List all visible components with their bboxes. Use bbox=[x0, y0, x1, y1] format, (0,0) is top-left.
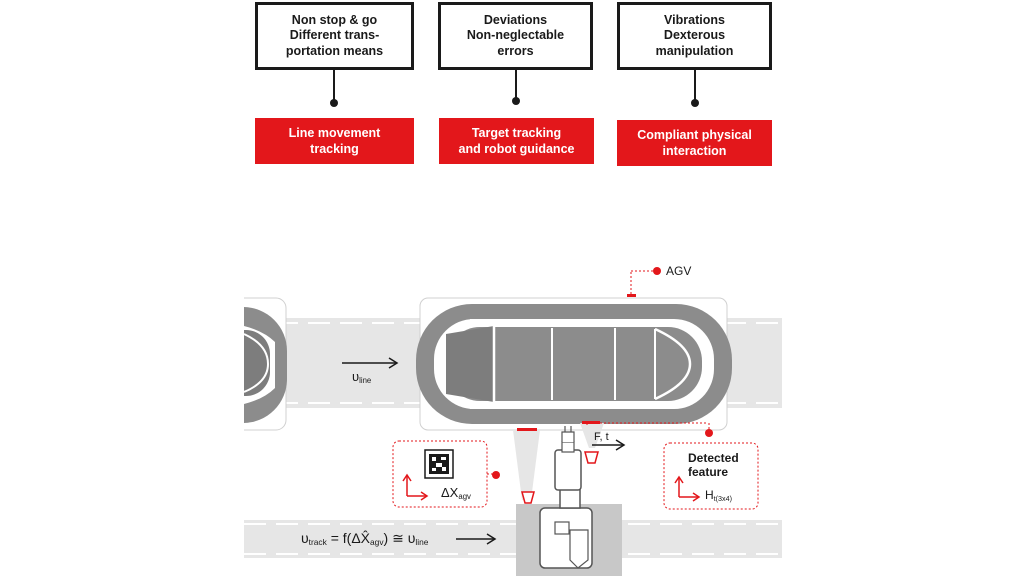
previous-car bbox=[244, 297, 287, 431]
solution-2-line-2: and robot guidance bbox=[458, 142, 575, 156]
h-matrix-symbol: H bbox=[705, 488, 714, 502]
challenge-3-line-2: Dexterous bbox=[663, 28, 726, 43]
challenge-3-line-1: Vibrations bbox=[664, 12, 725, 27]
eq-track-symbol: υ bbox=[301, 530, 309, 546]
h-matrix-label: Ht(3x4) bbox=[705, 488, 732, 503]
delta-x-subscript: agv bbox=[458, 491, 471, 501]
challenge-1-line-2: Different trans- bbox=[289, 28, 380, 43]
eq-function-part: = f(ΔX̂ bbox=[326, 530, 371, 546]
camera-icon-left bbox=[521, 491, 535, 504]
challenge-2-line-1: Deviations bbox=[483, 12, 548, 27]
connector-line-2 bbox=[515, 70, 517, 102]
line-velocity-symbol: υ bbox=[352, 369, 360, 384]
challenge-2-line-3: errors bbox=[497, 43, 534, 58]
h-matrix-subscript: t(3x4) bbox=[713, 493, 733, 503]
connector-dot-2 bbox=[512, 97, 520, 105]
eq-line-subscript: line bbox=[415, 537, 429, 548]
connector-dot-1 bbox=[330, 99, 338, 107]
camera-icon-right bbox=[584, 451, 599, 464]
challenge-box-3: Vibrations Dexterous manipulation bbox=[617, 2, 772, 70]
solution-3-line-1: Compliant physical bbox=[637, 128, 752, 142]
challenge-box-1: Non stop & go Different trans- portation… bbox=[255, 2, 414, 70]
solution-1-line-1: Line movement bbox=[288, 126, 381, 140]
solution-2-line-1: Target tracking bbox=[471, 126, 562, 140]
challenge-box-2: Deviations Non-neglectable errors bbox=[438, 2, 593, 70]
main-car bbox=[416, 297, 732, 431]
line-velocity-label: υline bbox=[352, 369, 371, 385]
challenge-1-line-3: portation means bbox=[285, 43, 384, 58]
track-velocity-arrow bbox=[456, 533, 497, 545]
challenge-2-line-2: Non-neglectable bbox=[466, 28, 565, 43]
line-velocity-arrow bbox=[342, 357, 399, 369]
camera-fov-left bbox=[513, 428, 540, 500]
solution-box-3: Compliant physical interaction bbox=[617, 120, 772, 166]
camera-fov-right bbox=[580, 421, 604, 448]
connector-line-3 bbox=[694, 70, 696, 104]
eq-agv-subscript: agv bbox=[370, 537, 384, 548]
solution-3-line-2: interaction bbox=[662, 144, 727, 158]
agv-label: AGV bbox=[666, 264, 692, 278]
challenge-1-line-1: Non stop & go bbox=[291, 12, 378, 27]
detected-feature-label: Detected feature bbox=[688, 451, 739, 479]
force-torque-arrow bbox=[592, 439, 626, 451]
connector-line-1 bbox=[333, 70, 335, 104]
detected-feature-line-2: feature bbox=[688, 465, 729, 479]
eq-relation-part: ) ≅ υ bbox=[383, 530, 416, 546]
force-torque-label: F, t bbox=[594, 431, 609, 443]
solution-box-1: Line movement tracking bbox=[255, 118, 414, 164]
solution-1-line-2: tracking bbox=[310, 142, 359, 156]
detected-feature-box bbox=[586, 421, 759, 510]
track-velocity-equation: υtrack = f(ΔX̂agv) ≅ υline bbox=[301, 530, 428, 547]
agv-marker-box bbox=[392, 440, 500, 508]
eq-track-subscript: track bbox=[308, 537, 327, 548]
solution-box-2: Target tracking and robot guidance bbox=[439, 118, 594, 164]
lower-lane bbox=[244, 520, 782, 558]
agv-marker bbox=[627, 267, 661, 297]
robot bbox=[516, 426, 622, 576]
detected-feature-line-1: Detected bbox=[688, 451, 739, 465]
delta-x-symbol: ΔX bbox=[441, 485, 459, 500]
delta-x-agv-label: ΔXagv bbox=[441, 485, 471, 501]
connector-dot-3 bbox=[691, 99, 699, 107]
line-velocity-subscript: line bbox=[359, 375, 372, 385]
challenge-3-line-3: manipulation bbox=[655, 43, 734, 58]
